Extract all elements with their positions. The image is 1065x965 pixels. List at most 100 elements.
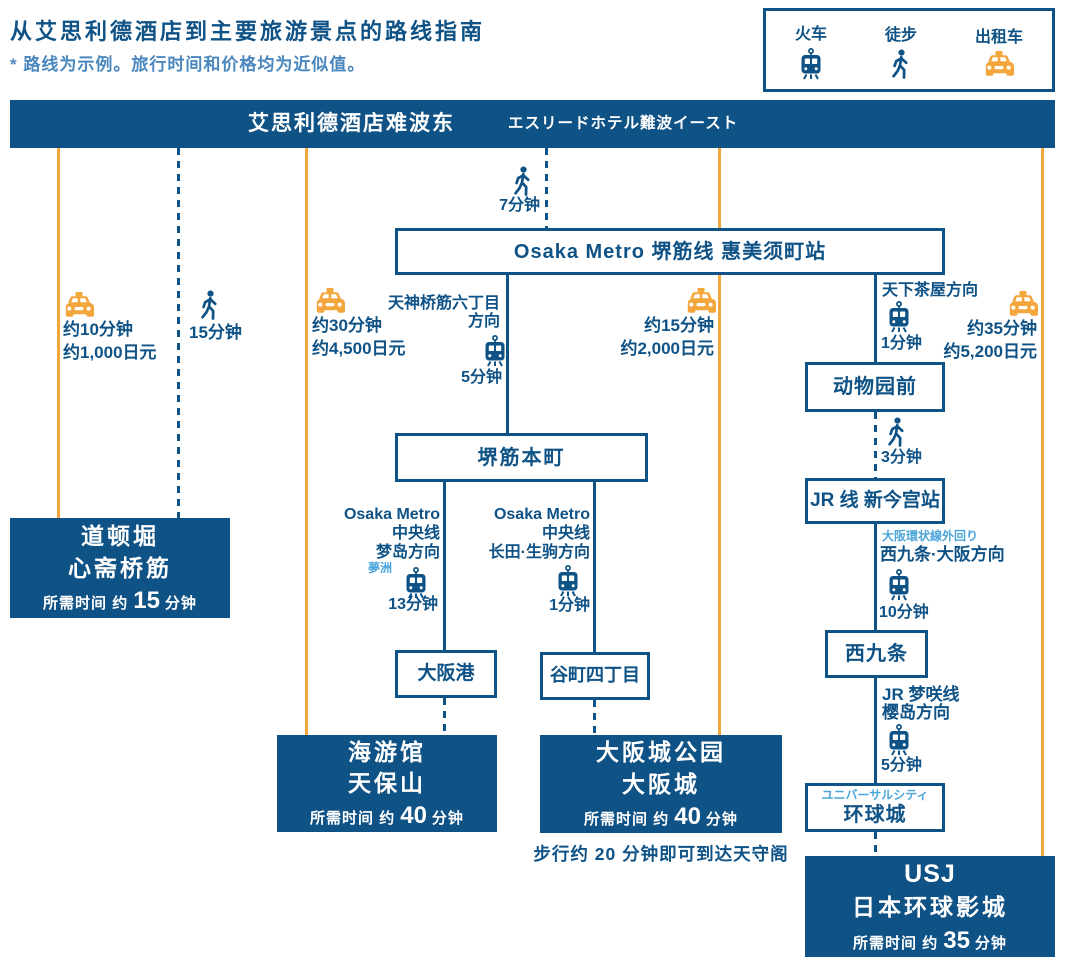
jr-yumesaki-direction: 樱岛方向 — [882, 703, 950, 722]
chuo-east-line3: 长田·生驹方向 — [488, 544, 590, 561]
station-jr-shinimamiya: JR 线 新今宫站 — [805, 478, 945, 524]
page-title: 从艾思利德酒店到主要旅游景点的路线指南 — [10, 19, 486, 44]
hotel-name-cn: 艾思利德酒店难波东 — [248, 112, 455, 135]
jr-line-shinimamiya-nishikujo — [874, 524, 877, 630]
legend-box: 火车 徒步 出租车 — [763, 8, 1055, 92]
walk-icon — [512, 166, 533, 197]
walk-line-dotonbori — [177, 148, 180, 518]
metro-tennoji-direction: 天下茶屋方向 — [882, 282, 979, 299]
chuo-west-line3: 梦岛方向 — [375, 544, 440, 561]
walk-icon — [886, 417, 907, 448]
taxi-icon — [313, 288, 347, 314]
chuo-east-line1: Osaka Metro — [493, 506, 590, 523]
chuo-east-line2: 中央线 — [541, 525, 590, 542]
taxi-fare-dotonbori: 约1,000日元 — [63, 343, 157, 362]
jr-yumesaki-line: JR 梦咲线 — [882, 685, 960, 704]
chuo-west-note-jp: 夢洲 — [367, 561, 392, 575]
jr-loop-time: 10分钟 — [879, 604, 929, 621]
legend-train-label: 火车 — [794, 26, 827, 43]
destination-osakajo: 大阪城公园 大阪城 所需时间 约 40 分钟 — [540, 735, 782, 833]
taxi-time-usj: 约35分钟 — [967, 319, 1037, 338]
direction-line1: 天神桥筋六丁目 — [387, 295, 500, 312]
jr-line-nishikujo-universalcity — [874, 678, 877, 783]
walk-time-shinimamiya: 3分钟 — [881, 449, 922, 466]
dest-travel-time: 所需时间 约 15 分钟 — [43, 586, 197, 614]
legend-taxi: 出租车 — [975, 23, 1023, 77]
taxi-icon — [1006, 291, 1040, 317]
station-osakako: 大阪港 — [395, 650, 497, 698]
dest-travel-time: 所需时间 约 35 分钟 — [853, 926, 1007, 954]
direction-line2: 方向 — [467, 313, 500, 331]
legend-train: 火车 — [795, 20, 827, 80]
train-icon — [886, 301, 912, 333]
dest-name-line1: 大阪城公园 — [596, 739, 726, 766]
metro-tennoji-time: 1分钟 — [881, 335, 922, 352]
destination-usj: USJ 日本环球影城 所需时间 约 35 分钟 — [805, 856, 1055, 957]
destination-kaiyukan: 海游馆 天保山 所需时间 约 40 分钟 — [277, 735, 497, 832]
walk-time-ebisucho: 7分钟 — [499, 197, 540, 214]
metro-chuo-west-label: Osaka Metro 中央线 梦岛方向 — [330, 505, 440, 562]
walk-line-universalcity-usj — [874, 832, 877, 856]
station-tanimachi4: 谷町四丁目 — [540, 652, 650, 700]
chuo-west-time: 13分钟 — [388, 596, 438, 613]
legend-taxi-label: 出租车 — [974, 29, 1023, 46]
taxi-icon — [62, 292, 96, 318]
destination-dotonbori: 道顿堀 心斋桥筋 所需时间 约 15 分钟 — [10, 518, 230, 618]
station-sakaisuji-hommachi: 堺筋本町 — [395, 433, 648, 482]
taxi-icon — [982, 51, 1016, 77]
hotel-header-bar: 艾思利德酒店难波东 エスリードホテル難波イースト — [10, 100, 1055, 148]
dest-name-line1: 道顿堀 — [81, 523, 159, 550]
dest-name-line2: 天保山 — [348, 770, 426, 796]
taxi-fare-usj: 约5,200日元 — [943, 342, 1037, 361]
universal-city-name-jp: ユニバーサルシティ — [821, 788, 929, 802]
dest-travel-time: 所需时间 约 40 分钟 — [584, 802, 738, 830]
taxi-fare-kaiyukan: 约4,500日元 — [312, 339, 406, 358]
hotel-name-jp: エスリードホテル難波イースト — [508, 115, 739, 132]
taxi-time-osakajo: 约15分钟 — [644, 316, 714, 335]
metro-line-ebisucho-dobutsuenmae — [874, 275, 877, 362]
page-note: * 路线为示例。旅行时间和价格均为近似值。 — [10, 55, 366, 74]
train-icon — [886, 569, 912, 601]
jr-loop-note-jp: 大阪環状線外回り — [882, 529, 979, 543]
taxi-time-dotonbori: 约10分钟 — [63, 320, 133, 339]
dest-name-line1: 海游馆 — [348, 738, 426, 765]
chuo-west-line1: Osaka Metro — [343, 506, 440, 523]
dest-name-line1: USJ — [904, 860, 956, 889]
metro-chuo-east-label: Osaka Metro 中央线 长田·生驹方向 — [470, 505, 590, 562]
dest-name-line2: 日本环球影城 — [852, 894, 1008, 921]
train-icon — [403, 567, 429, 599]
legend-walk: 徒步 — [885, 21, 917, 80]
train-icon — [555, 565, 581, 597]
legend-walk-label: 徒步 — [884, 26, 917, 44]
walk-icon — [890, 49, 911, 80]
metro-sakaisuji-direction: 天神桥筋六丁目 方向 — [368, 295, 500, 332]
taxi-line-dotonbori — [57, 148, 60, 518]
dest-name-line2: 大阪城 — [622, 770, 700, 797]
walk-line-ebisucho — [545, 148, 548, 228]
station-dobutsuen-mae: 动物园前 — [805, 362, 945, 412]
metro-line-chuo-east — [593, 482, 596, 652]
chuo-east-time: 1分钟 — [549, 597, 590, 614]
walk-line-dobutsuenmae-shinimamiya — [874, 412, 877, 478]
metro-line-chuo-west — [443, 482, 446, 650]
taxi-line-usj — [1041, 148, 1044, 856]
taxi-icon — [684, 288, 718, 314]
universal-city-name: 环球城 — [843, 804, 907, 826]
train-icon — [482, 335, 508, 367]
walk-line-tanimachi-osakajo — [593, 700, 596, 735]
taxi-line-osakajo — [718, 148, 721, 735]
taxi-fare-osakajo: 约2,000日元 — [620, 339, 714, 358]
station-ebisucho: Osaka Metro 堺筋线 惠美须町站 — [395, 228, 945, 275]
metro-line-sakaisuji — [506, 275, 509, 433]
walk-line-osakako-kaiyukan — [443, 698, 446, 735]
train-icon — [886, 724, 912, 756]
jr-loop-direction: 西九条·大阪方向 — [880, 545, 1005, 564]
dest-travel-time: 所需时间 约 40 分钟 — [310, 802, 464, 830]
station-nishikujo: 西九条 — [825, 630, 928, 678]
jr-yumesaki-time: 5分钟 — [881, 757, 922, 774]
train-icon — [798, 48, 824, 80]
taxi-time-kaiyukan: 约30分钟 — [312, 316, 382, 335]
station-universal-city: ユニバーサルシティ 环球城 — [805, 783, 945, 832]
taxi-line-kaiyukan — [305, 148, 308, 735]
